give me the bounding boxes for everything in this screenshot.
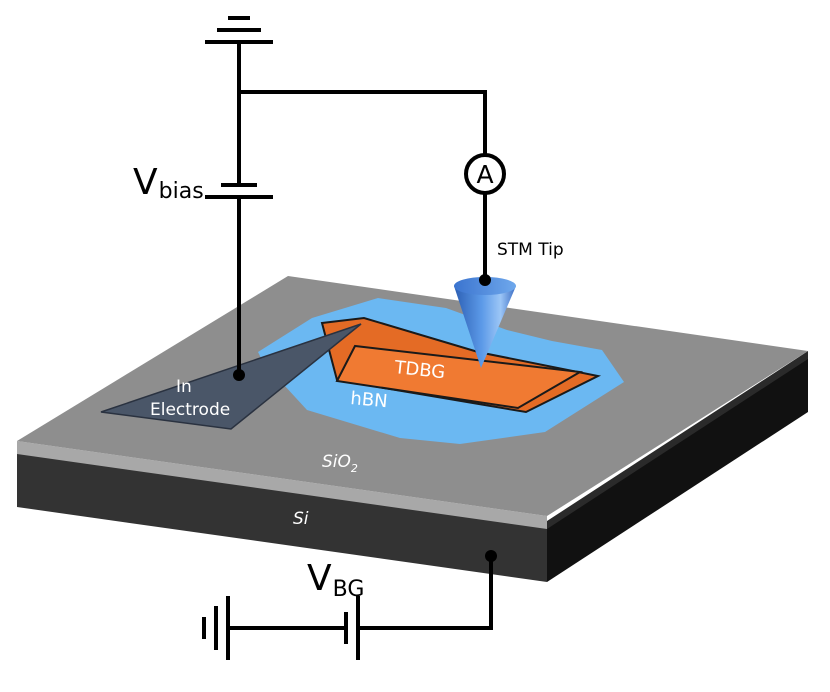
backgate-circuit <box>202 550 497 660</box>
sio2-front-edge <box>17 441 547 529</box>
stm-tip-cone <box>454 286 516 368</box>
vbg-label: VBG <box>307 558 364 602</box>
vbg-main: V <box>307 558 332 599</box>
vbias-subscript: bias <box>159 179 204 204</box>
electrode-label-line2: Electrode <box>150 400 230 420</box>
wire-si-to-vbg <box>358 556 493 630</box>
si-label: Si <box>293 509 309 529</box>
si-side-face <box>547 357 808 582</box>
sio2-label: SiO2 <box>322 452 358 475</box>
circuit-wires <box>205 16 487 381</box>
tdbg-flake <box>320 316 602 414</box>
sio2-subscript: 2 <box>351 462 358 475</box>
sio2-side-edge <box>547 351 808 529</box>
stm-tip-label: STM Tip <box>497 240 564 260</box>
ammeter: A <box>464 153 506 195</box>
hbn-label: hBN <box>350 388 389 412</box>
in-electrode <box>100 323 362 430</box>
electrode-label-line1: In <box>176 377 192 397</box>
stm-tip <box>454 274 516 368</box>
tdbg-upper-layer <box>335 344 584 410</box>
ammeter-label: A <box>476 160 493 189</box>
vbias-label: Vbias <box>133 162 204 204</box>
wire-to-ammeter <box>239 90 487 155</box>
electrode-contact-dot <box>233 369 245 381</box>
tip-contact-dot <box>479 274 491 286</box>
si-front-face <box>17 452 547 582</box>
vbg-subscript: BG <box>333 577 365 602</box>
ammeter-circle <box>464 153 506 195</box>
sio2-main: SiO <box>322 452 351 472</box>
vbias-main: V <box>133 162 158 203</box>
